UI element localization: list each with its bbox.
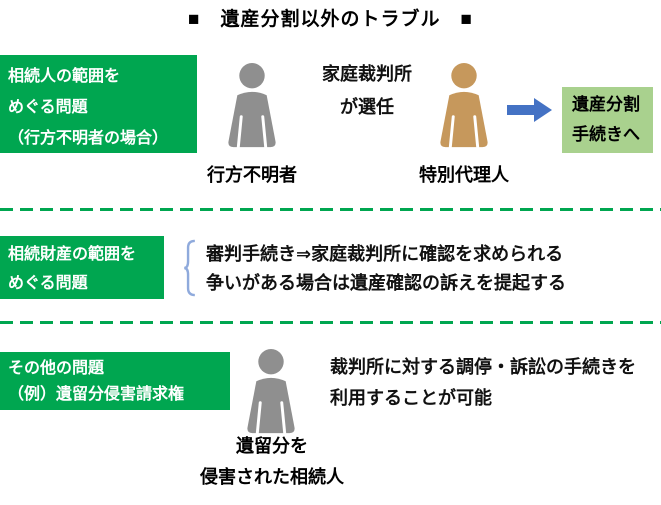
infringed-heir-label: 遺留分を 侵害された相続人	[172, 431, 372, 493]
section2-text-line: 審判手続き⇒家庭裁判所に確認を求められる	[206, 244, 564, 264]
section1-heading-line: （行方不明者の場合）	[8, 130, 169, 147]
dashed-divider	[0, 208, 661, 211]
special-agent-label: 特別代理人	[419, 165, 509, 185]
outcome-line: 遺産分割	[572, 95, 640, 114]
section3-text: 裁判所に対する調停・訴訟の手続きを 利用することが可能	[330, 352, 636, 414]
section2-heading-line: めぐる問題	[8, 275, 88, 292]
missing-person-label: 行方不明者	[207, 165, 297, 185]
outcome-box: 遺産分割 手続きへ	[562, 87, 653, 153]
section3-heading-line: （例）遺留分侵害請求権	[8, 386, 185, 403]
section1-heading-line: めぐる問題	[8, 99, 88, 116]
section2-text-line: 争いがある場合は遺産確認の訴えを提起する	[206, 273, 566, 293]
section2-heading-box: 相続財産の範囲を めぐる問題	[0, 236, 164, 299]
infringed-heir-label-line: 侵害された相続人	[200, 467, 344, 487]
section3-text-line: 裁判所に対する調停・訴訟の手続きを	[330, 357, 636, 377]
court-text-line: 家庭裁判所	[322, 64, 412, 84]
court-appoints-text: 家庭裁判所 が選任	[305, 58, 429, 124]
arrow-right-icon	[507, 97, 553, 123]
section2-heading-line: 相続財産の範囲を	[8, 246, 137, 263]
section3-heading-box: その他の問題 （例）遺留分侵害請求権	[0, 352, 230, 410]
section1-heading-box: 相続人の範囲を めぐる問題 （行方不明者の場合）	[0, 55, 197, 153]
section3-text-line: 利用することが可能	[330, 388, 492, 408]
left-brace-icon	[183, 239, 197, 297]
court-text-line: が選任	[340, 97, 394, 117]
outcome-line: 手続きへ	[572, 125, 640, 144]
section3-heading-line: その他の問題	[8, 360, 105, 377]
missing-person-icon	[221, 62, 283, 150]
infringed-heir-label-line: 遺留分を	[236, 436, 308, 456]
special-agent-icon	[433, 62, 495, 150]
page-title: ■ 遺産分割以外のトラブル ■	[188, 9, 473, 30]
infringed-heir-icon	[240, 348, 302, 436]
section2-text: 審判手続き⇒家庭裁判所に確認を求められる 争いがある場合は遺産確認の訴えを提起す…	[206, 240, 566, 298]
section1-heading-line: 相続人の範囲を	[8, 68, 121, 85]
dashed-divider	[0, 321, 661, 324]
